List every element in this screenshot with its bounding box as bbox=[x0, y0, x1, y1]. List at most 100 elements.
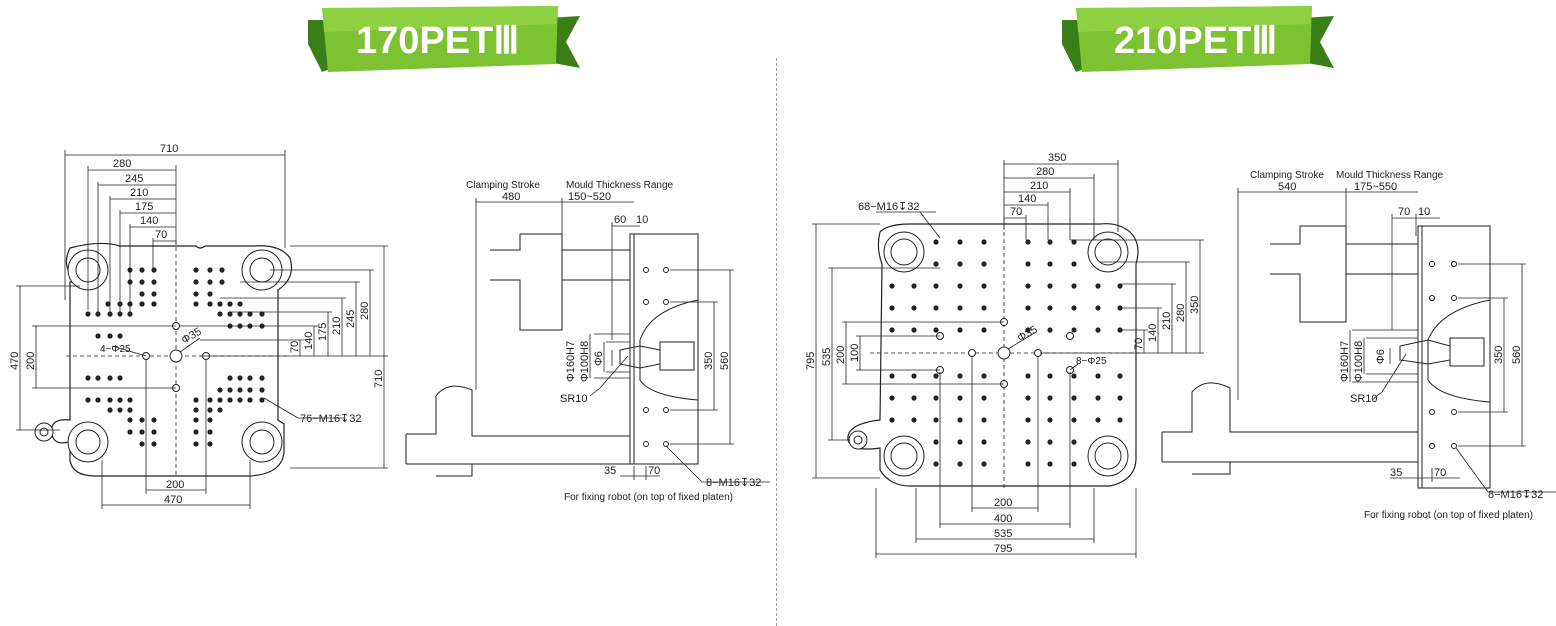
thread-hole bbox=[1071, 305, 1077, 311]
thread-hole bbox=[193, 301, 199, 307]
thread-hole bbox=[117, 311, 123, 317]
thread-hole bbox=[981, 417, 987, 423]
right-dim-350-right: 350 bbox=[1189, 296, 1201, 314]
right-dim-70b: 70 bbox=[1434, 467, 1446, 479]
left-dim-245-right: 245 bbox=[345, 310, 357, 328]
thread-hole bbox=[237, 397, 243, 403]
thread-hole bbox=[207, 291, 213, 297]
thread-hole bbox=[217, 407, 223, 413]
thread-hole bbox=[127, 311, 133, 317]
right-dim-795-left: 795 bbox=[805, 352, 817, 370]
left-dim-175-right: 175 bbox=[317, 323, 329, 341]
thread-hole bbox=[1025, 417, 1031, 423]
left-dim-70-right: 70 bbox=[289, 341, 301, 353]
thread-hole bbox=[957, 283, 963, 289]
thread-hole bbox=[1047, 373, 1053, 379]
thread-hole bbox=[139, 291, 145, 297]
thread-hole bbox=[933, 395, 939, 401]
thread-hole bbox=[889, 373, 895, 379]
thread-hole bbox=[1095, 327, 1101, 333]
right-dim-795-bottom: 795 bbox=[994, 543, 1012, 555]
left-small-holes-label: 4−Φ25 bbox=[100, 344, 131, 355]
left-side-view: Clamping Stroke Mould Thickness Range 48… bbox=[405, 180, 770, 503]
right-small-holes-label: 8−Φ25 bbox=[1076, 356, 1107, 367]
thread-hole bbox=[259, 375, 265, 381]
left-dim-280-top: 280 bbox=[113, 158, 131, 170]
thread-hole bbox=[911, 373, 917, 379]
thread-hole bbox=[193, 429, 199, 435]
right-thread-holes bbox=[889, 239, 1123, 467]
thread-hole bbox=[1025, 439, 1031, 445]
thread-hole bbox=[127, 397, 133, 403]
thread-hole bbox=[95, 375, 101, 381]
thread-hole bbox=[1071, 395, 1077, 401]
left-mould-range-value: 150~520 bbox=[568, 191, 611, 203]
thread-hole bbox=[957, 305, 963, 311]
left-dim-200-left: 200 bbox=[25, 352, 37, 370]
thread-hole bbox=[957, 395, 963, 401]
right-dim-200-bottom: 200 bbox=[994, 497, 1012, 509]
thread-hole bbox=[981, 373, 987, 379]
thread-hole bbox=[1025, 305, 1031, 311]
thread-hole bbox=[139, 279, 145, 285]
thread-hole bbox=[911, 305, 917, 311]
thread-hole bbox=[957, 417, 963, 423]
right-dim-210-right: 210 bbox=[1161, 312, 1173, 330]
thread-hole bbox=[107, 407, 113, 413]
left-dim-280-right: 280 bbox=[359, 302, 371, 320]
thread-hole bbox=[1047, 417, 1053, 423]
left-dim-210-top: 210 bbox=[130, 187, 148, 199]
left-title-banner: 170PETⅢ bbox=[308, 6, 580, 72]
thread-hole bbox=[105, 301, 111, 307]
thread-hole bbox=[193, 417, 199, 423]
thread-hole bbox=[889, 395, 895, 401]
left-dim-140-right: 140 bbox=[303, 332, 315, 350]
thread-hole bbox=[1047, 305, 1053, 311]
left-dim-245-top: 245 bbox=[125, 173, 143, 185]
thread-hole bbox=[957, 373, 963, 379]
thread-hole bbox=[957, 461, 963, 467]
thread-hole bbox=[259, 397, 265, 403]
right-dim-70: 70 bbox=[1398, 206, 1410, 218]
left-clamping-stroke-value: 480 bbox=[502, 191, 520, 203]
right-title-banner: 210PETⅢ bbox=[1062, 6, 1334, 72]
thread-hole bbox=[217, 301, 223, 307]
left-dim-70: 70 bbox=[648, 465, 660, 477]
right-phi100: Φ100H8 bbox=[1353, 341, 1365, 382]
thread-hole bbox=[1095, 373, 1101, 379]
thread-hole bbox=[957, 239, 963, 245]
thread-hole bbox=[911, 327, 917, 333]
thread-hole bbox=[1071, 283, 1077, 289]
right-mould-thickness-label: Mould Thickness Range bbox=[1336, 170, 1444, 181]
thread-hole bbox=[217, 397, 223, 403]
left-thread-label: 76−M16↧32 bbox=[300, 413, 362, 425]
thread-hole bbox=[1025, 283, 1031, 289]
thread-hole bbox=[1047, 439, 1053, 445]
thread-hole bbox=[151, 291, 157, 297]
thread-hole bbox=[889, 305, 895, 311]
thread-hole bbox=[889, 327, 895, 333]
thread-hole bbox=[1047, 239, 1053, 245]
left-robot-note: For fixing robot (on top of fixed platen… bbox=[564, 492, 733, 503]
left-dim-560: 560 bbox=[719, 352, 731, 370]
left-title: 170PETⅢ bbox=[356, 20, 520, 62]
right-dim-535-left: 535 bbox=[821, 348, 833, 366]
thread-hole bbox=[139, 267, 145, 273]
thread-hole bbox=[247, 375, 253, 381]
thread-hole bbox=[1071, 439, 1077, 445]
right-clamping-stroke-value: 540 bbox=[1278, 181, 1296, 193]
left-dim-710-top: 710 bbox=[160, 143, 178, 155]
right-dim-140-top: 140 bbox=[1018, 193, 1036, 205]
thread-hole bbox=[237, 387, 243, 393]
thread-hole bbox=[207, 441, 213, 447]
thread-hole bbox=[107, 375, 113, 381]
thread-hole bbox=[1025, 261, 1031, 267]
thread-hole bbox=[237, 375, 243, 381]
left-thread-holes bbox=[85, 267, 265, 447]
left-dim-140-top: 140 bbox=[140, 215, 158, 227]
thread-hole bbox=[933, 261, 939, 267]
thread-hole bbox=[933, 283, 939, 289]
thread-hole bbox=[85, 397, 91, 403]
thread-hole bbox=[85, 311, 91, 317]
